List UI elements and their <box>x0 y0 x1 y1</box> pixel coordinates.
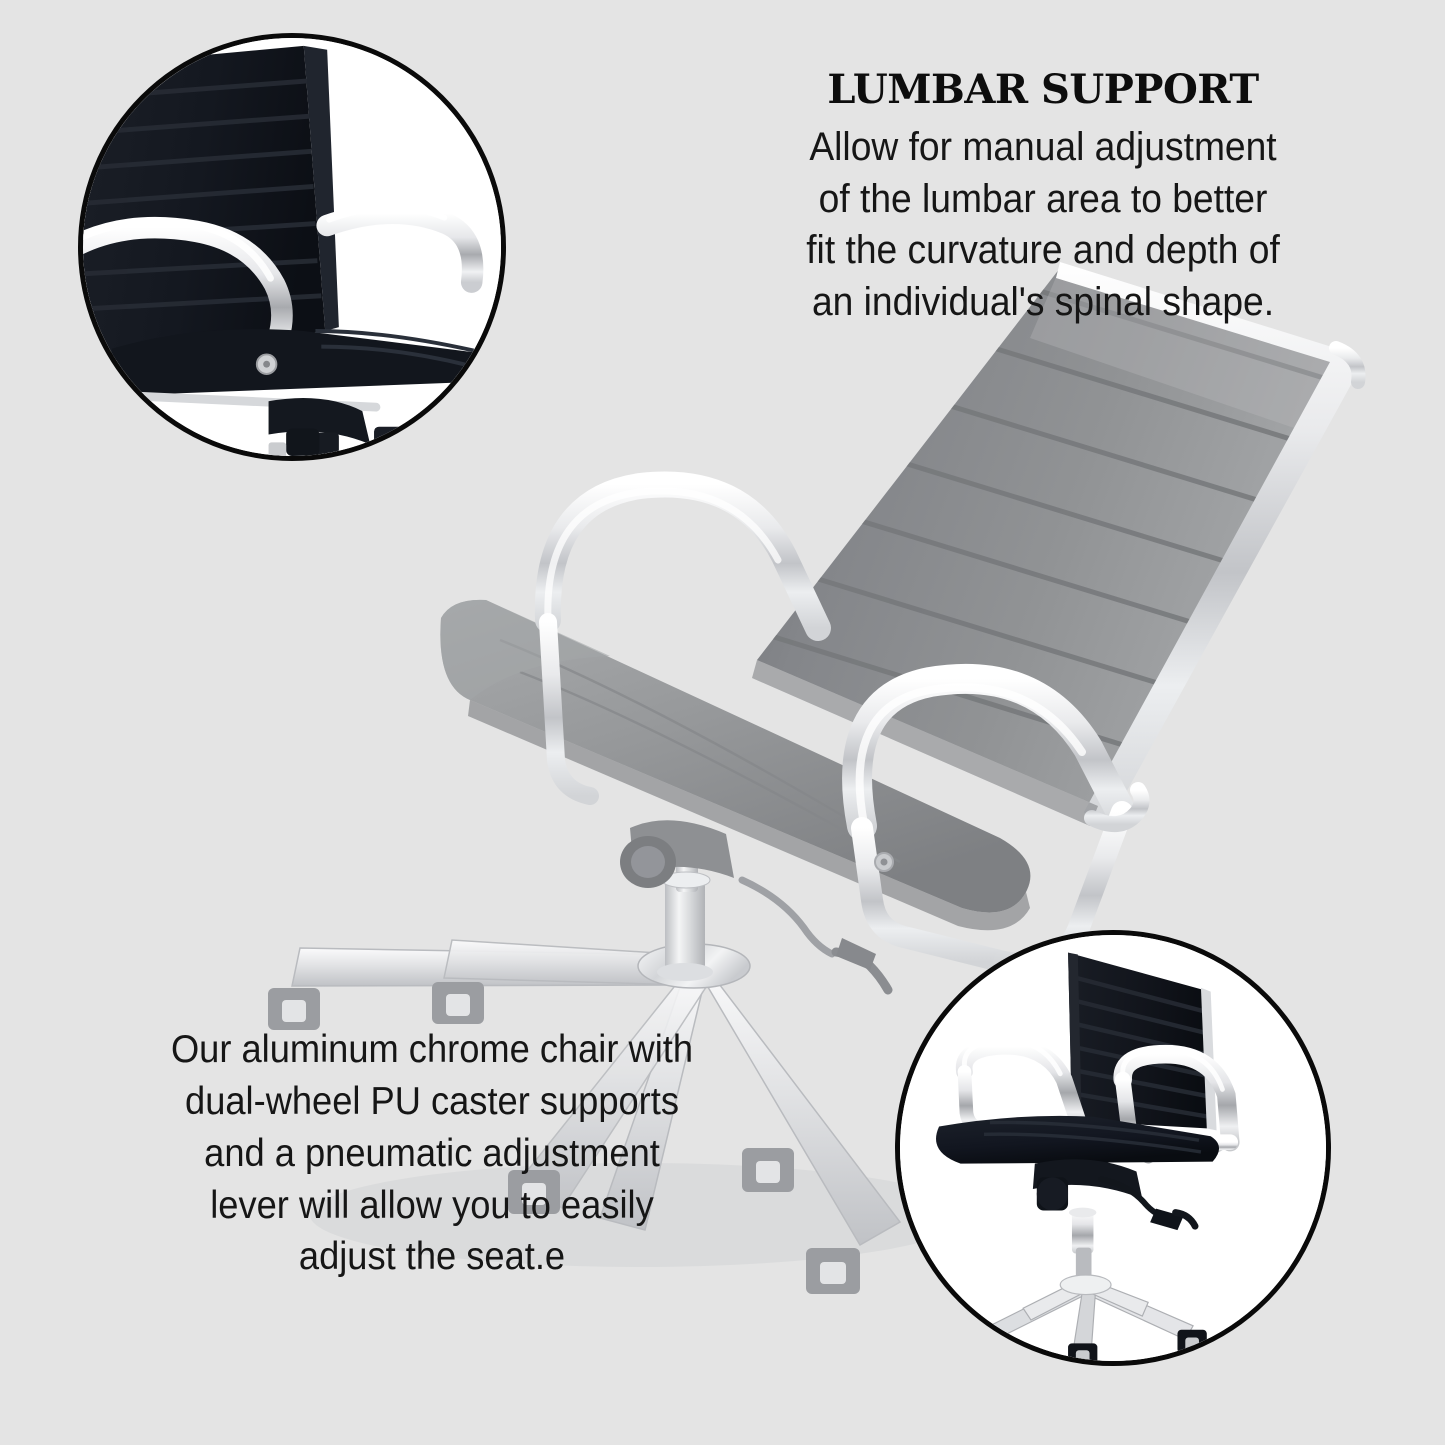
description-line: and a pneumatic adjustment <box>204 1131 660 1175</box>
chrome-arm-left <box>534 471 831 805</box>
lumbar-support-body: Allow for manual adjustment of the lumba… <box>739 122 1347 328</box>
page-title: LUMBAR SUPPORT <box>827 66 1259 113</box>
heading-line: an individual's spinal shape. <box>811 279 1275 324</box>
caster-set <box>268 982 860 1294</box>
pneumatic-lever <box>738 876 893 995</box>
inset-full-chair <box>895 930 1331 1366</box>
description-line: Our aluminum chrome chair with <box>170 1028 694 1071</box>
inset-lumbar-closeup <box>78 33 506 461</box>
chair-description-text-block: Our aluminum chrome chair with dual-whee… <box>72 1024 792 1283</box>
tilt-mechanism <box>620 820 734 888</box>
heading-line: Allow for manual adjustment <box>809 125 1277 169</box>
heading-line: fit the curvature and depth of <box>806 228 1280 273</box>
chair-description-body: Our aluminum chrome chair with dual-whee… <box>97 1024 767 1283</box>
description-line: lever will allow you to easily <box>210 1183 654 1227</box>
heading-line: of the lumbar area to better <box>818 176 1268 221</box>
lumbar-support-text-block: LUMBAR SUPPORT Allow for manual adjustme… <box>716 70 1370 328</box>
description-line: adjust the seat.e <box>298 1235 566 1279</box>
description-line: dual-wheel PU caster supports <box>185 1079 679 1123</box>
seat-cushion <box>440 599 1031 931</box>
